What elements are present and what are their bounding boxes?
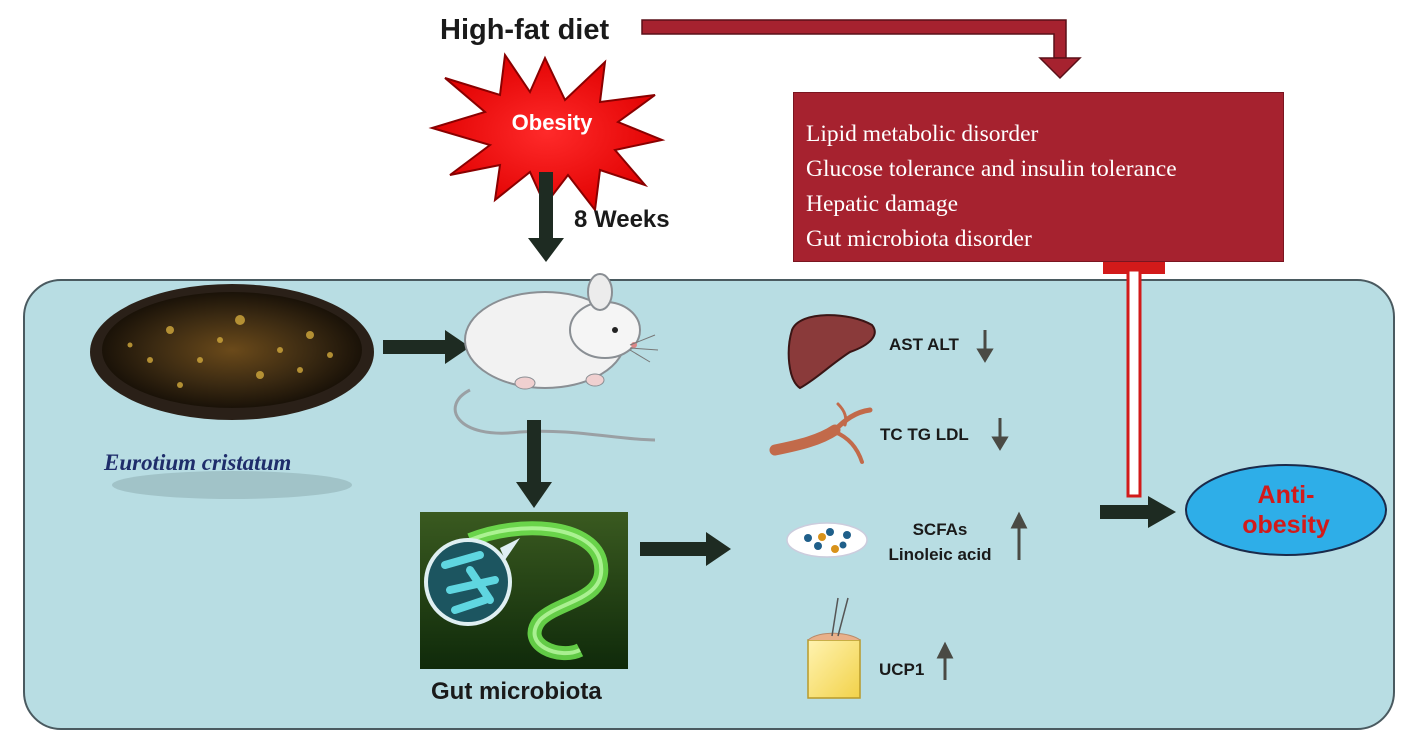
gut-microbiota-image (420, 512, 628, 669)
diet-title: High-fat diet (440, 14, 610, 46)
gut-microbiota-label: Gut microbiota (431, 678, 602, 705)
adipose-tissue-icon (807, 597, 861, 699)
effects-box: Lipid metabolic disorder Glucose toleran… (793, 92, 1284, 262)
obesity-label: Obesity (511, 110, 593, 135)
marker-lipid-label: TC TG LDL (880, 425, 969, 444)
marker-liver-label: AST ALT (889, 335, 959, 354)
effect-item: Glucose tolerance and insulin tolerance (806, 156, 1177, 182)
marker-scfa-line2: Linoleic acid (888, 545, 992, 564)
blood-vessel-icon (769, 402, 873, 464)
marker-ucp1-label: UCP1 (879, 660, 925, 679)
intervention-label: Eurotium cristatum (104, 450, 292, 475)
scfa-dish-icon (786, 522, 868, 558)
effect-item: Gut microbiota disorder (806, 226, 1032, 252)
duration-label: 8 Weeks (574, 206, 670, 233)
marker-scfa-label: SCFAs Linoleic acid (870, 517, 1010, 567)
effect-item: Lipid metabolic disorder (806, 121, 1039, 147)
marker-scfa-line1: SCFAs (912, 520, 968, 539)
effect-item: Hepatic damage (806, 191, 959, 217)
mouse-illustration (453, 273, 659, 442)
outcome-ellipse (1185, 464, 1387, 556)
outcome-label: Anti- obesity (1196, 480, 1376, 540)
outcome-line1: Anti- (1257, 481, 1315, 509)
outcome-line2: obesity (1242, 511, 1330, 539)
liver-icon (787, 314, 876, 390)
